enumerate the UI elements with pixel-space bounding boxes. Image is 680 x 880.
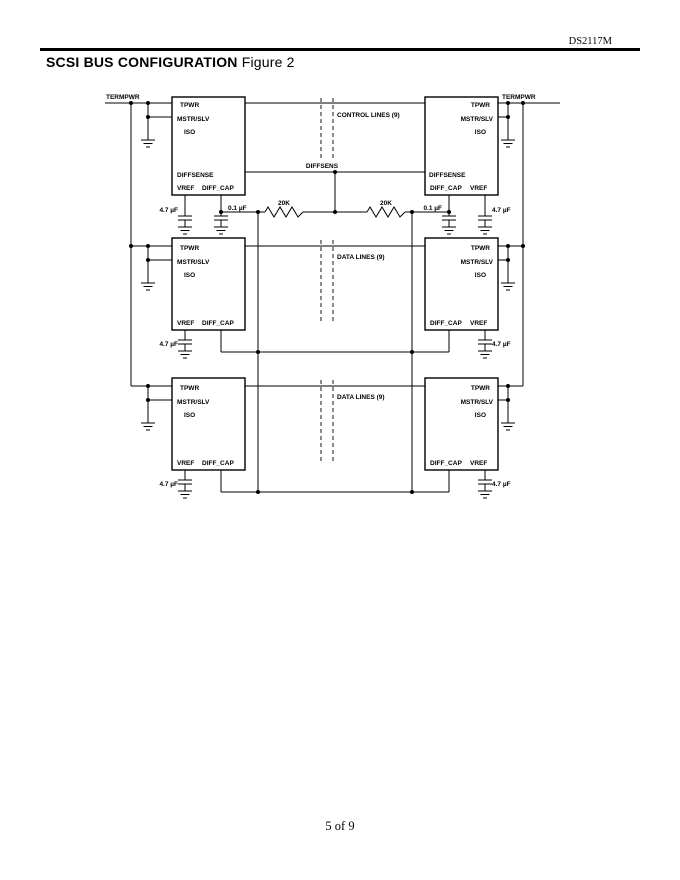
pin-label-diffsense: DIFFSENSE [177,172,214,179]
ground-icon [441,226,457,235]
capacitor-symbol [177,215,193,228]
pin-label-iso: ISO [184,412,195,419]
bus-break-dashes [320,98,334,462]
capacitor-symbol [177,339,193,352]
ground-icon [500,282,516,291]
ic-bottom-right [424,377,499,471]
bus-label-data-lines: DATA LINES (9) [337,394,385,401]
ground-icon [140,422,156,431]
bus-label-data-lines: DATA LINES (9) [337,254,385,261]
pin-label-tpwr: TPWR [180,385,199,392]
title-text: SCSI BUS CONFIGURATION [46,54,238,70]
ground-icon [140,139,156,148]
pin-label-iso: ISO [475,272,486,279]
pin-label-tpwr: TPWR [471,245,490,252]
pin-label-tpwr: TPWR [471,385,490,392]
capacitor-symbol [477,215,493,228]
ground-icon [500,139,516,148]
ground-icon [477,350,493,359]
ic-middle-left [171,237,246,331]
capacitor-symbol [477,479,493,492]
cap-value-label: 4.7 µF [159,481,178,488]
document-number: DS2117M [568,36,612,47]
pin-label-vref: VREF [470,320,487,327]
pin-label-diff-cap: DIFF_CAP [430,320,462,327]
pin-label-mstr-slv: MSTR/SLV [177,259,210,266]
page-footer: 5 of 9 [0,819,680,834]
capacitor-symbol [177,479,193,492]
diffsens-net-label: DIFFSENS [306,163,339,170]
bus-label-control-lines: CONTROL LINES (9) [337,112,400,119]
pin-label-mstr-slv: MSTR/SLV [461,116,494,123]
ground-icon [177,226,193,235]
pin-label-diff-cap: DIFF_CAP [430,460,462,467]
resistor-20k-right [366,206,406,218]
pin-label-vref: VREF [177,185,194,192]
ground-icon [177,490,193,499]
pin-label-iso: ISO [184,129,195,136]
pin-label-tpwr: TPWR [471,102,490,109]
pin-label-vref: VREF [177,460,194,467]
cap-value-label: 4.7 µF [492,481,511,488]
pin-label-iso: ISO [475,412,486,419]
pin-label-vref: VREF [470,185,487,192]
termpwr-label: TERMPWR [106,94,140,101]
page-number: 5 of 9 [325,819,355,833]
ic-top-left [171,96,246,196]
header-rule [40,48,640,51]
title-figure-ref: Figure 2 [241,54,295,70]
pin-label-iso: ISO [184,272,195,279]
ground-icon [213,226,229,235]
cap-value-label: 4.7 µF [492,207,511,214]
cap-value-label: 4.7 µF [159,207,178,214]
cap-value-label: 4.7 µF [492,341,511,348]
termpwr-label: TERMPWR [502,94,536,101]
resistor-value-label: 20K [278,200,290,207]
ic-blocks [171,96,499,471]
ground-icon [177,350,193,359]
pin-label-iso: ISO [475,129,486,136]
resistor-value-label: 20K [380,200,392,207]
capacitor-symbol [213,215,229,228]
pin-label-diff-cap: DIFF_CAP [202,185,234,192]
page-title: SCSI BUS CONFIGURATION Figure 2 [46,54,295,70]
junction-dots [129,101,525,494]
ic-bottom-left [171,377,246,471]
pin-label-mstr-slv: MSTR/SLV [177,399,210,406]
pin-label-diff-cap: DIFF_CAP [202,320,234,327]
capacitor-symbol [441,215,457,228]
scsi-bus-configuration-diagram: TERMPWR TERMPWR TPWR MSTR/SLV ISO DIFFSE… [105,94,560,499]
cap-value-label: 0.1 µF [228,205,247,212]
pin-label-diffsense: DIFFSENSE [429,172,466,179]
resistor-20k-left [264,206,304,218]
cap-value-label: 4.7 µF [159,341,178,348]
ground-icon [500,422,516,431]
ground-icon [477,490,493,499]
pin-label-diff-cap: DIFF_CAP [202,460,234,467]
pin-label-tpwr: TPWR [180,245,199,252]
ground-icon [477,226,493,235]
mstr-slv-stubs [147,103,509,423]
capacitor-symbol [477,339,493,352]
diffsense-wire [245,171,425,212]
ground-icon [140,282,156,291]
pin-label-mstr-slv: MSTR/SLV [177,116,210,123]
cap-value-label: 0.1 µF [423,205,442,212]
bus-wires [245,102,425,387]
ic-middle-right [424,237,499,331]
pin-label-diff-cap: DIFF_CAP [430,185,462,192]
pin-label-tpwr: TPWR [180,102,199,109]
diagram-labels: TERMPWR TERMPWR TPWR MSTR/SLV ISO DIFFSE… [106,94,536,488]
pin-label-mstr-slv: MSTR/SLV [461,399,494,406]
ic-top-right [424,96,499,196]
pin-label-vref: VREF [470,460,487,467]
pin-label-mstr-slv: MSTR/SLV [461,259,494,266]
pin-label-vref: VREF [177,320,194,327]
